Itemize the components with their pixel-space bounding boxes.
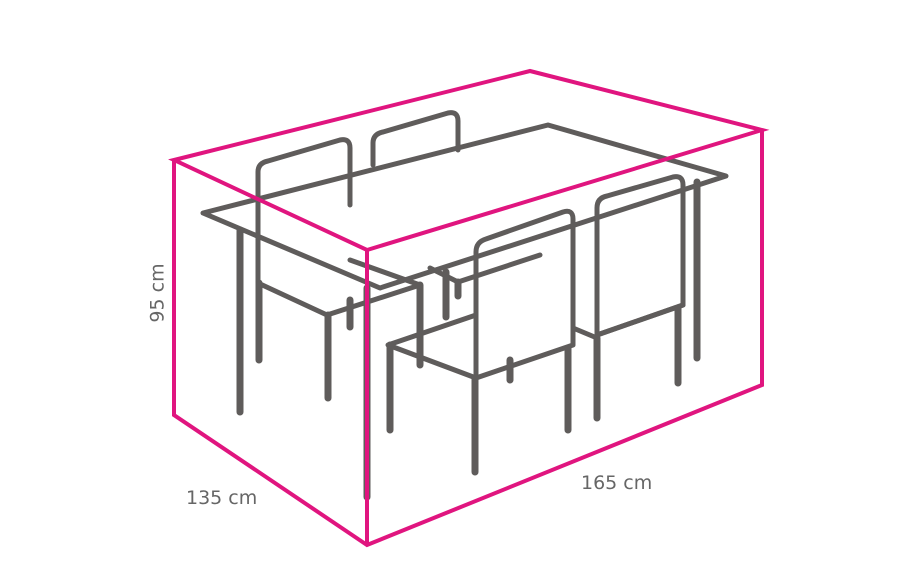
depth-label: 135 cm <box>186 487 258 509</box>
chair-back-left <box>255 137 353 286</box>
furniture-back-chairs <box>255 110 543 402</box>
table-top <box>200 122 729 291</box>
chair-front-right <box>594 174 686 338</box>
height-label: 95 cm <box>146 263 169 323</box>
cover-outline <box>168 68 770 548</box>
table <box>200 122 729 501</box>
chair-back-middle <box>370 110 461 168</box>
chair-front-left <box>473 208 576 381</box>
chair-front-left-seat <box>385 312 479 381</box>
width-label: 165 cm <box>581 472 653 494</box>
chair-back-left-seat <box>255 257 423 318</box>
furniture-front-chairs <box>385 174 686 476</box>
